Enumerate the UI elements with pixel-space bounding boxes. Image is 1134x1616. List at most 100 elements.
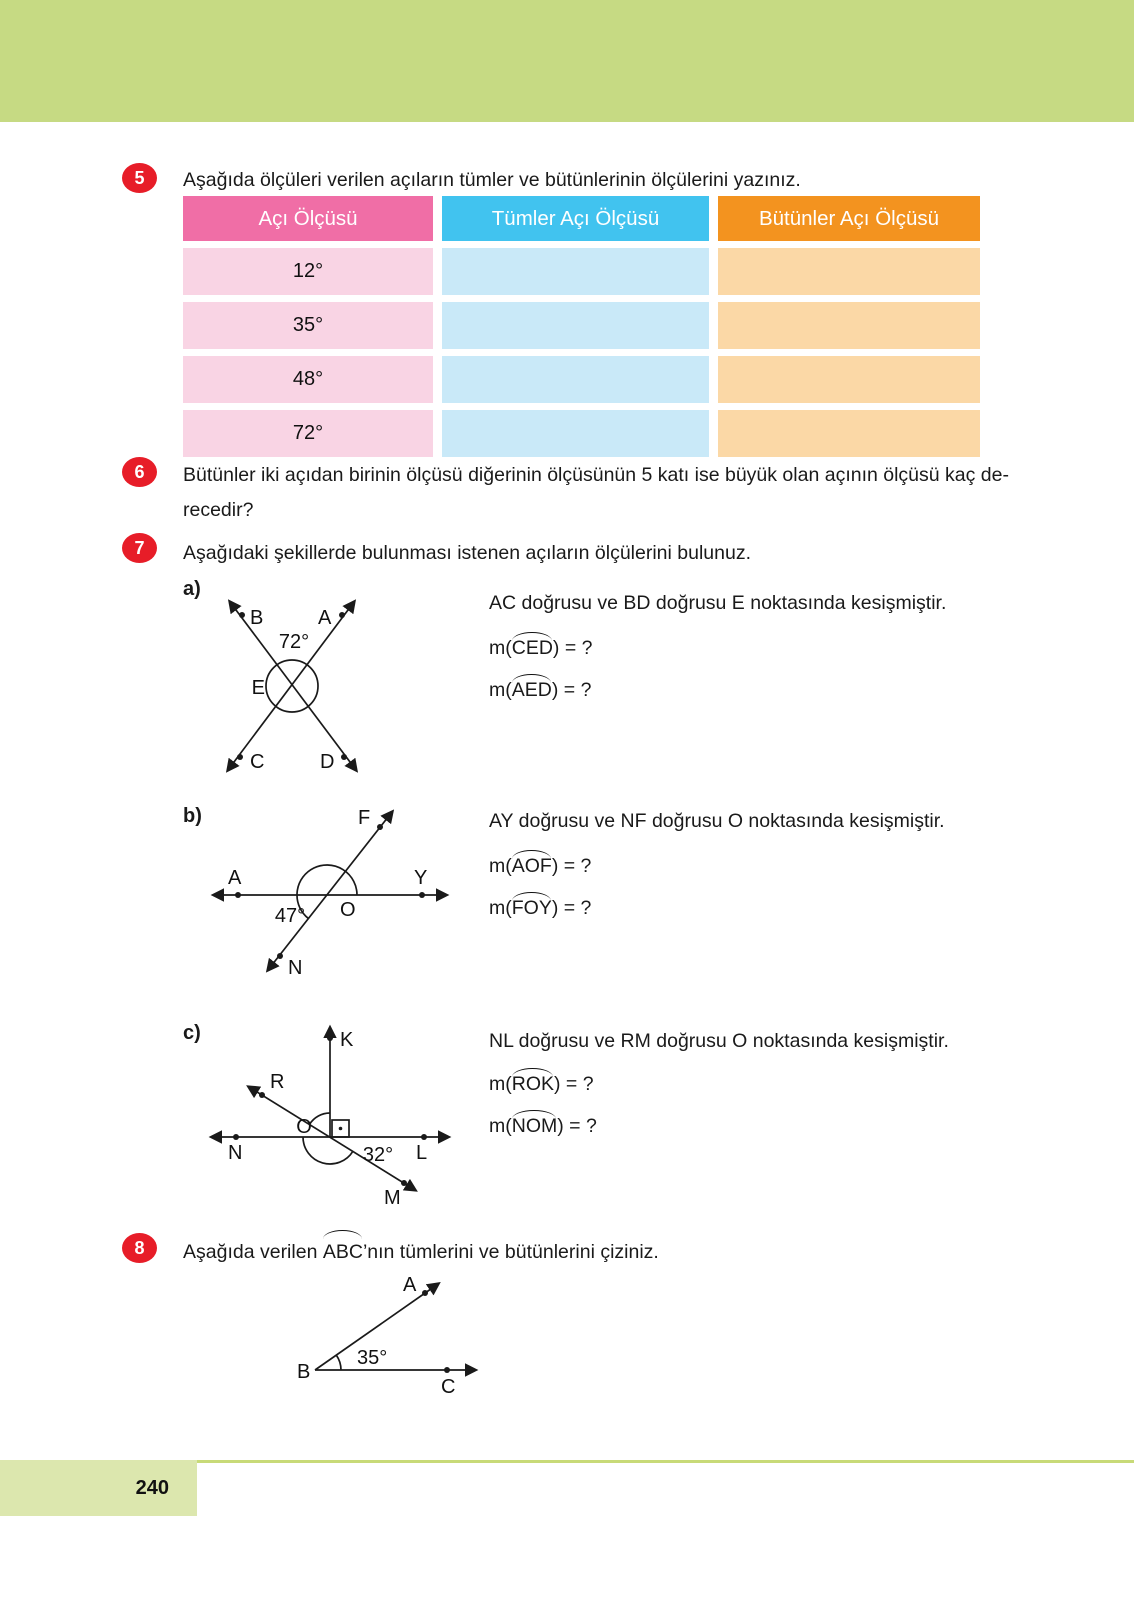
figure-q8-angle: B C A 35°: [297, 1274, 479, 1395]
point-c-dot: [444, 1367, 450, 1373]
point-n-dot: [233, 1134, 239, 1140]
angle-label-35: 35°: [357, 1347, 387, 1369]
angle-arc-35: [335, 1354, 342, 1371]
q5-angle-cell: 48°: [183, 356, 433, 403]
q5-header-tumler: Tümler Açı Ölçüsü: [442, 196, 709, 241]
q8-prompt: Aşağıda verilen ABC’nın tümlerini ve büt…: [183, 1230, 659, 1270]
fig-a-question-2: m(AED) = ?: [489, 674, 592, 702]
right-angle-dot: [338, 1126, 343, 1131]
q5-butunler-cell: [718, 248, 980, 295]
point-label-y: Y: [414, 867, 427, 889]
fig-a-question-1: m(CED) = ?: [489, 632, 593, 660]
arc-angle-name: ROK: [511, 1068, 555, 1095]
point-label-o: O: [340, 899, 356, 921]
fig-a-desc: AC doğrusu ve BD doğrusu E noktasında ke…: [489, 592, 947, 614]
point-label-e: E: [252, 677, 265, 699]
line-rm: [246, 1085, 418, 1192]
point-label-a: A: [403, 1274, 417, 1296]
point-label-c: C: [441, 1376, 455, 1395]
m-suffix: ) = ?: [551, 897, 592, 919]
point-label-m: M: [384, 1187, 401, 1207]
fig-b-desc: AY doğrusu ve NF doğrusu O noktasında ke…: [489, 810, 945, 832]
q5-table: Açı Ölçüsü Tümler Açı Ölçüsü Bütünler Aç…: [183, 196, 980, 457]
q5-tumler-cell: [442, 248, 709, 295]
q7-prompt: Aşağıdaki şekillerde bulunması istenen a…: [183, 542, 751, 564]
fig-c-question-2: m(NOM) = ?: [489, 1110, 597, 1138]
q5-angle-cell: 35°: [183, 302, 433, 349]
q5-header-angle: Açı Ölçüsü: [183, 196, 433, 241]
point-label-a: A: [318, 607, 332, 629]
angle-arc-rok: [308, 1112, 331, 1125]
angle-arc: [296, 864, 358, 920]
point-label-l: L: [416, 1142, 427, 1164]
q5-angle-cell: 12°: [183, 248, 433, 295]
point-a-dot: [339, 612, 345, 618]
q5-tumler-cell: [442, 302, 709, 349]
top-green-band: [0, 0, 1134, 122]
point-label-c: C: [250, 751, 264, 773]
q5-prompt: Aşağıda ölçüleri verilen açıların tümler…: [183, 169, 801, 191]
q6-prompt-line2: recedir?: [183, 499, 254, 521]
fig-c-question-1: m(ROK) = ?: [489, 1068, 594, 1096]
m-suffix: ) = ?: [552, 637, 593, 659]
point-label-k: K: [340, 1029, 354, 1051]
point-m-dot: [401, 1180, 407, 1186]
angle-circle: [265, 659, 319, 713]
m-suffix: ) = ?: [557, 1115, 597, 1137]
q5-butunler-cell: [718, 356, 980, 403]
q5-header-butunler: Bütünler Açı Ölçüsü: [718, 196, 980, 241]
arc-angle-name: NOM: [511, 1110, 558, 1137]
point-label-n: N: [228, 1142, 242, 1164]
q5-butunler-cell: [718, 410, 980, 457]
point-label-o: O: [296, 1116, 312, 1138]
fig-a-label: a): [183, 578, 201, 600]
q8-prompt-before: Aşağıda verilen: [183, 1241, 323, 1263]
point-c-dot: [237, 754, 243, 760]
line-bd: [227, 599, 359, 773]
angle-label-72: 72°: [279, 631, 309, 653]
q6-number-badge: 6: [122, 457, 157, 487]
arc-angle-name: CED: [511, 632, 553, 659]
q5-angle-cell: 72°: [183, 410, 433, 457]
point-f-dot: [377, 824, 383, 830]
point-label-d: D: [320, 751, 334, 773]
m-prefix: m(: [489, 679, 512, 701]
arc-angle-name: FOY: [511, 892, 552, 919]
line-ac: [225, 599, 357, 773]
point-label-b: B: [250, 607, 263, 629]
point-b-dot: [239, 612, 245, 618]
ray-ba: [314, 1282, 441, 1371]
point-d-dot: [341, 754, 347, 760]
m-prefix: m(: [489, 897, 512, 919]
line-nf: [265, 809, 395, 973]
fig-c-label: c): [183, 1022, 201, 1044]
right-angle-square: [331, 1119, 350, 1138]
q7-number-badge: 7: [122, 533, 157, 563]
figure-a-intersecting-lines: B A C D 72° E: [225, 599, 359, 773]
arc-angle-name: ABC: [322, 1230, 363, 1270]
point-y-dot: [419, 892, 425, 898]
fig-c-desc: NL doğrusu ve RM doğrusu O noktasında ke…: [489, 1030, 949, 1052]
m-suffix: ) = ?: [551, 679, 592, 701]
angle-label-47: 47°: [275, 905, 305, 927]
fig-b-question-1: m(AOF) = ?: [489, 850, 591, 878]
point-a-dot: [422, 1290, 428, 1296]
figure-c-intersecting-lines: N L K R M O 32°: [208, 1024, 452, 1207]
m-suffix: ) = ?: [554, 1073, 594, 1095]
fig-b-label: b): [183, 805, 202, 827]
q5-tumler-cell: [442, 410, 709, 457]
page-number-box: 240: [0, 1460, 197, 1516]
point-label-a: A: [228, 867, 242, 889]
q8-prompt-after: ’nın tümlerini ve bütünlerini çiziniz.: [362, 1241, 659, 1263]
q5-number-badge: 5: [122, 163, 157, 193]
point-label-r: R: [270, 1071, 284, 1093]
angle-label-32: 32°: [363, 1144, 393, 1166]
point-r-dot: [259, 1092, 265, 1098]
m-prefix: m(: [489, 637, 512, 659]
arc-angle-name: AED: [511, 674, 552, 701]
m-prefix: m(: [489, 1115, 512, 1137]
q5-tumler-cell: [442, 356, 709, 403]
point-l-dot: [421, 1134, 427, 1140]
m-prefix: m(: [489, 1073, 512, 1095]
